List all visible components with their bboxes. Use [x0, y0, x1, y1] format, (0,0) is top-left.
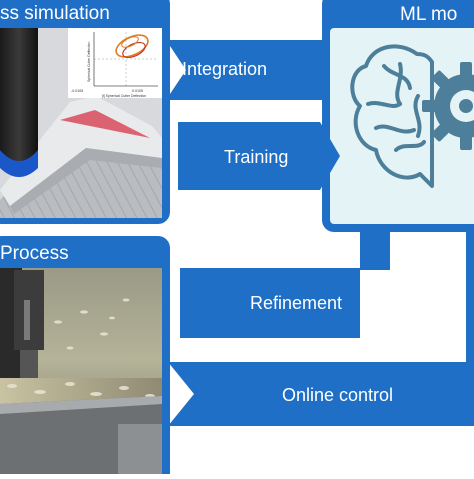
- process-panel: [0, 236, 170, 479]
- process-panel-title: Process: [0, 243, 69, 264]
- ml-model-panel: [322, 0, 474, 232]
- simulation-panel: -0.0105 0.0105 [t] Spherical Cutter Defl…: [0, 0, 170, 224]
- cutting-tool: [0, 28, 38, 168]
- plot-tick-right: 0.0105: [132, 89, 143, 93]
- refinement-label: Refinement: [250, 293, 343, 313]
- brain-icon: [350, 44, 434, 188]
- integration-label: Integration: [182, 59, 268, 79]
- plot-tick-left: -0.0105: [71, 89, 83, 93]
- online-control-arrow: [168, 362, 474, 426]
- plot-xlabel: [t] Spherical Cutter Deflection: [102, 94, 146, 98]
- training-label: Training: [224, 147, 289, 167]
- right-connector: [466, 232, 474, 368]
- deflection-orbit: [115, 34, 149, 58]
- training-arrow: [178, 122, 340, 190]
- online-control-label: Online control: [282, 385, 394, 405]
- ml-model-panel-title: ML mo: [400, 4, 458, 25]
- plot-ylabel: Spherical Cutter Deflection: [87, 42, 91, 82]
- refinement-arrow: [180, 226, 382, 338]
- integration-arrow: [166, 40, 324, 100]
- contact-zone: [60, 110, 150, 138]
- deflection-plot: -0.0105 0.0105 [t] Spherical Cutter Defl…: [68, 28, 162, 98]
- simulation-panel-title: ss simulation: [0, 3, 110, 24]
- gear-icon: [422, 62, 474, 150]
